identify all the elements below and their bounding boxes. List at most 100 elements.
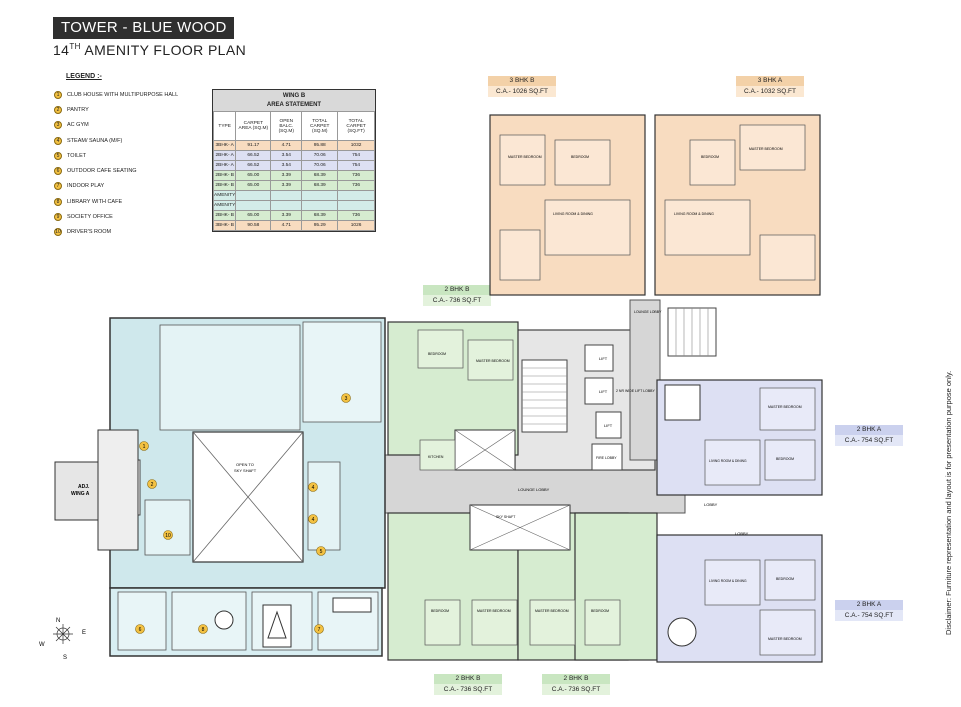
- 2bhk-a-bot-living: [704, 559, 761, 606]
- club-house-hall: [159, 324, 301, 431]
- library-table: [214, 610, 234, 630]
- compass-e: E: [82, 630, 86, 636]
- area-column-header: TOTAL CARPET (SQ.FT): [337, 111, 375, 141]
- area-column-header: TYPE: [212, 111, 237, 141]
- legend-number-badge: 7: [54, 182, 62, 191]
- legend-title: LEGEND :-: [66, 73, 102, 80]
- amenity-block: [109, 317, 386, 589]
- amenity-marker-number: 1: [143, 444, 146, 450]
- floor-title-text: AMENITY FLOOR PLAN: [80, 42, 247, 58]
- area-cell: [301, 190, 339, 201]
- room-label: MASTER BEDROOM: [749, 147, 783, 151]
- unit-type: 3 BHK A: [736, 76, 804, 86]
- area-cell: 4.71: [270, 220, 303, 231]
- legend-number-badge: 2: [54, 105, 62, 114]
- amenity-marker-number: 4: [312, 517, 315, 523]
- central-corridor: [384, 454, 686, 514]
- amenity-marker: [308, 482, 318, 492]
- unit-carpet-area: C.A.- 1026 SQ.FT: [488, 86, 556, 97]
- area-cell: 4.71: [270, 140, 303, 151]
- area-cell: 2BHK- A: [212, 160, 237, 171]
- open-to-sky-amenity: [192, 431, 304, 563]
- adj-wing-label: ADJ.: [78, 484, 90, 490]
- 3bhk-a-bedroom-2: [759, 234, 816, 281]
- area-statement-wing: WING B: [282, 93, 306, 99]
- legend-label: PANTRY: [67, 106, 89, 113]
- compass-n: N: [56, 618, 60, 624]
- adj-wing-connector: [97, 429, 139, 551]
- area-cell: 2BHK- B: [212, 210, 237, 221]
- legend-label: STEAM/ SAUNA (M/F): [67, 137, 123, 144]
- stairs-right: [667, 307, 717, 357]
- area-cell: 1026: [337, 220, 375, 231]
- unit-carpet-area: C.A.- 754 SQ.FT: [835, 435, 903, 446]
- 2bhk-top-bedroom: [417, 329, 464, 369]
- amenity-marker: [341, 393, 351, 403]
- legend-number-badge: 8: [54, 197, 62, 206]
- amenity-marker: [147, 479, 157, 489]
- area-cell: 3.54: [270, 160, 303, 171]
- pantry: [117, 459, 141, 516]
- amenity-marker-number: 5: [320, 549, 323, 555]
- unit-type: 2 BHK B: [423, 285, 491, 295]
- amenity-marker-number: 10: [165, 533, 171, 539]
- corridor-vertical: [629, 299, 661, 461]
- area-statement-heading: WING B AREA STATEMENT: [213, 90, 375, 111]
- amenity-marker: [163, 530, 173, 540]
- area-cell: [337, 200, 375, 211]
- room-label: LIVING ROOM & DINING: [709, 459, 747, 463]
- 2bhk-a-top-bedroom: [764, 439, 816, 481]
- area-cell: [337, 190, 375, 201]
- amenity-marker: [198, 624, 208, 634]
- fire-lobby-label: FIRE LOBBY: [596, 456, 617, 460]
- room-label: MASTER BEDROOM: [477, 609, 511, 613]
- legend-number-badge: 1: [54, 90, 62, 99]
- area-cell: [235, 190, 272, 201]
- room-label: BEDROOM: [431, 609, 449, 613]
- area-cell: 736: [337, 170, 375, 181]
- unit-carpet-area: C.A.- 1032 SQ.FT: [736, 86, 804, 97]
- area-cell: 3BHK- B: [212, 220, 237, 231]
- lift-label: LIFT: [599, 389, 608, 394]
- room-label: LIVING ROOM & DINING: [709, 579, 747, 583]
- room-label: BEDROOM: [701, 155, 719, 159]
- unit-3bhk-a: [654, 114, 821, 296]
- gym-room: [302, 321, 382, 423]
- area-cell: [301, 200, 339, 211]
- room-label: MASTER BEDROOM: [768, 405, 802, 409]
- lift-3: [595, 411, 622, 439]
- amenity-marker-number: 3: [345, 396, 348, 402]
- 2bhk-bm-bedroom: [584, 599, 621, 646]
- area-cell: 754: [337, 150, 375, 161]
- 3bhk-a-master-bedroom: [739, 124, 806, 171]
- 3bhk-b-bedroom: [554, 139, 611, 186]
- area-cell: 65.00: [235, 180, 272, 191]
- disclaimer: Disclaimer: Furniture representation and…: [944, 370, 953, 635]
- area-cell: 90.58: [235, 220, 272, 231]
- compass-s: S: [63, 655, 67, 661]
- room-label: KITCHEN: [428, 455, 444, 459]
- area-cell: [270, 200, 303, 211]
- room-label: MASTER BEDROOM: [535, 609, 569, 613]
- unit-2bhk-a-bottom: [656, 534, 823, 663]
- legend-label: OUTDOOR CAFE SEATING: [67, 168, 137, 175]
- room-label: MASTER BEDROOM: [476, 359, 510, 363]
- unit-type: 2 BHK A: [835, 425, 903, 435]
- unit-type: 2 BHK B: [542, 674, 610, 684]
- 2bhk-a-top-living: [704, 439, 761, 486]
- area-cell: 3.39: [270, 170, 303, 181]
- legend-number-badge: 5: [54, 151, 62, 160]
- unit-2bhk-b-bottom-right: [574, 512, 658, 661]
- area-cell: 70.06: [301, 150, 339, 161]
